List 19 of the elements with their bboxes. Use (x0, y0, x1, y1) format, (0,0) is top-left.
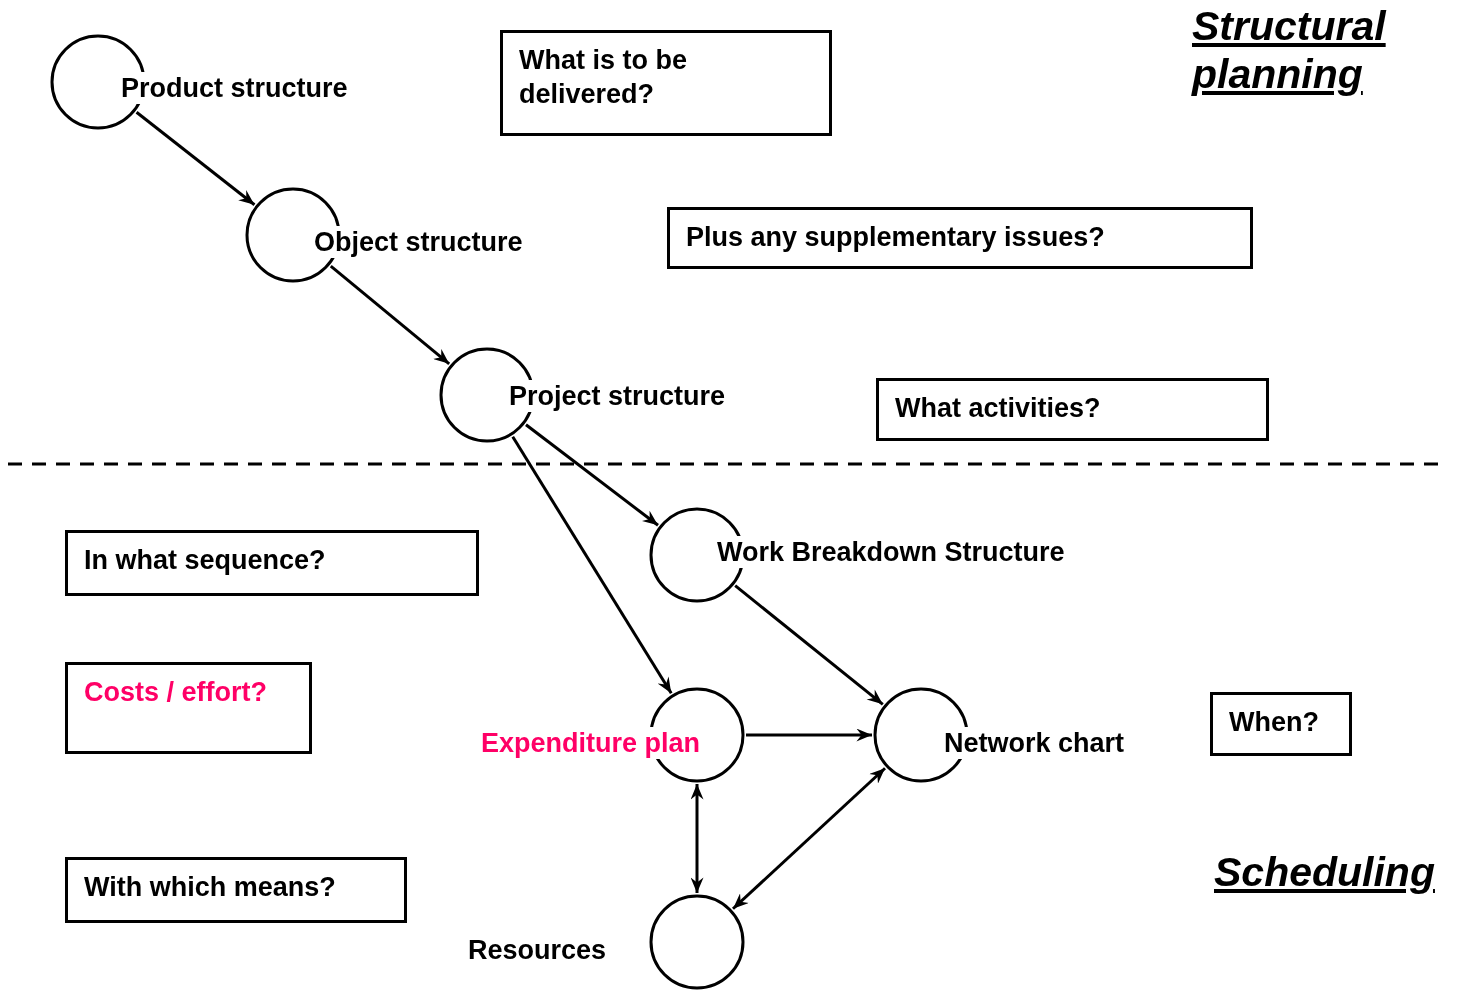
arrow (731, 767, 887, 910)
question-box: In what sequence? (65, 530, 479, 596)
question-box: Costs / effort? (65, 662, 312, 754)
section-title: Scheduling (1214, 848, 1436, 896)
question-box: When? (1210, 692, 1352, 756)
arrow (135, 111, 256, 206)
arrow (525, 423, 659, 527)
arrow (690, 784, 704, 893)
arrow (746, 728, 872, 742)
arrow (511, 435, 673, 695)
question-box: What is to be delivered? (500, 30, 832, 136)
section-title: Structural planning (1192, 2, 1388, 98)
arrow (329, 265, 451, 365)
question-box: Plus any supplementary issues? (667, 207, 1253, 269)
circle-node (873, 687, 1127, 783)
arrow (734, 584, 884, 706)
question-box: What activities? (876, 378, 1269, 441)
circle-node (439, 347, 728, 443)
question-box: With which means? (65, 857, 407, 923)
